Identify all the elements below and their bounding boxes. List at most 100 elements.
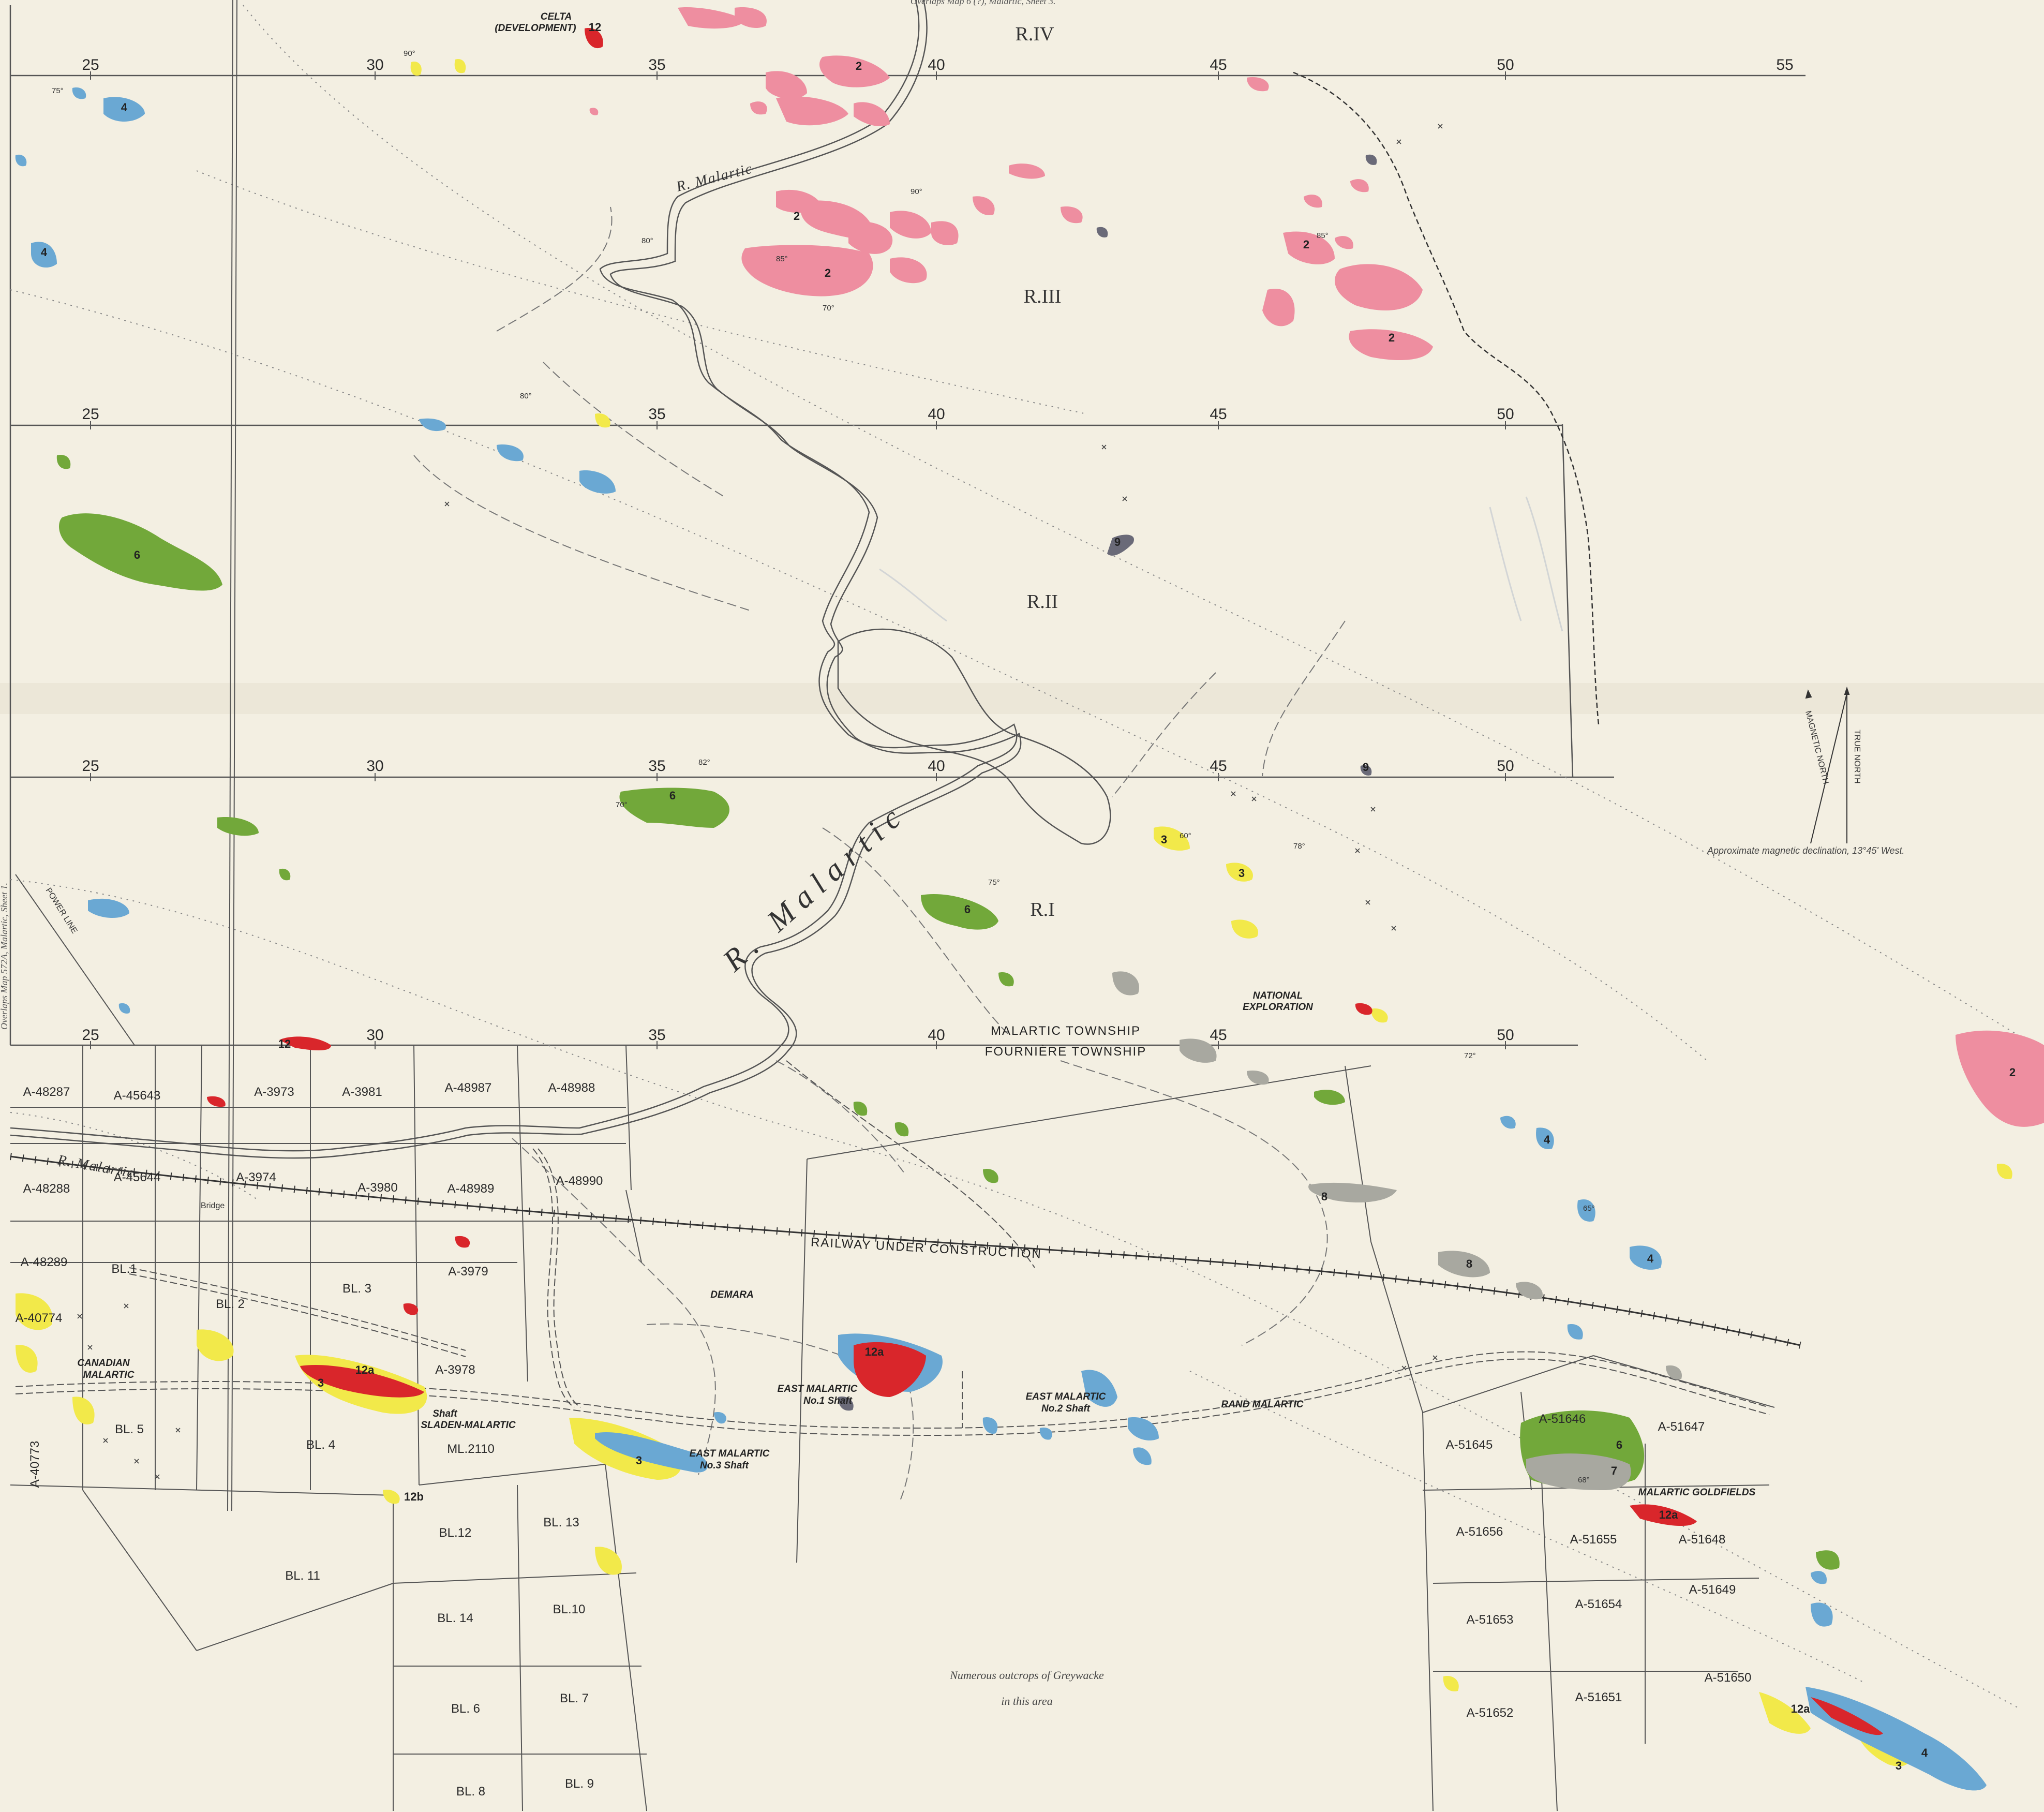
sladen-label: SLADEN-MALARTIC xyxy=(421,1420,516,1431)
township-south: FOURNIÈRE TOWNSHIP xyxy=(985,1045,1146,1059)
rock-label: 4 xyxy=(121,101,128,114)
claim-label: A-51646 xyxy=(1539,1412,1586,1426)
grid-num: 55 xyxy=(1776,56,1793,73)
grid-num: 40 xyxy=(928,56,945,73)
rock-label: 6 xyxy=(1616,1438,1622,1451)
rock-label: 3 xyxy=(636,1454,642,1467)
grid-num: 25 xyxy=(82,758,99,775)
rock-label: 3 xyxy=(1239,867,1245,880)
power-line xyxy=(15,874,135,1046)
east2-label-2: No.2 Shaft xyxy=(1041,1403,1091,1414)
claim-label: A-48989 xyxy=(447,1182,495,1196)
rock-label: 9 xyxy=(1114,536,1121,548)
canadian-label: CANADIAN xyxy=(77,1358,130,1369)
claim-label: A-51647 xyxy=(1658,1420,1705,1434)
dip: 72° xyxy=(1464,1051,1476,1060)
granite-outcrops xyxy=(589,7,2044,1127)
rand-label: RAND MALARTIC xyxy=(1221,1399,1303,1410)
east1-label-2: No.1 Shaft xyxy=(803,1395,853,1406)
grid-num: 35 xyxy=(648,1027,665,1044)
claim-label: BL. 7 xyxy=(560,1691,589,1705)
rock-label: 3 xyxy=(1161,833,1167,846)
rock-label: 6 xyxy=(669,789,676,802)
grid-num: 40 xyxy=(928,758,945,775)
rock-labels: 2 2 2 2 2 2 4 4 6 6 6 6 7 3 3 3 3 3 4 4 … xyxy=(41,21,2016,1772)
rock-label: 6 xyxy=(134,548,140,561)
rock-label: 2 xyxy=(856,60,862,72)
dip: 75° xyxy=(988,878,1000,887)
rock-label: 7 xyxy=(1611,1464,1617,1477)
range-boundary xyxy=(1293,71,1600,725)
grid-num: 50 xyxy=(1497,56,1514,73)
claim-label: BL.10 xyxy=(553,1602,586,1616)
grid-numbers: 25 30 35 40 45 50 55 25 35 40 45 50 25 3… xyxy=(82,56,1793,1044)
township-grid xyxy=(9,5,1806,1046)
grid-num: 45 xyxy=(1210,758,1227,775)
rock-label: 3 xyxy=(1896,1759,1902,1772)
vertical-road xyxy=(227,0,233,1511)
claim-label: A-3974 xyxy=(236,1170,276,1184)
claim-label: A-48990 xyxy=(556,1174,603,1188)
range-label-iv: R.IV xyxy=(1016,23,1055,45)
claim-label: A-48287 xyxy=(23,1085,70,1099)
grid-ticks xyxy=(90,71,1506,1049)
rock-label: 8 xyxy=(1321,1190,1327,1203)
dip: 80° xyxy=(520,392,532,400)
claim-label: BL. 3 xyxy=(342,1282,371,1296)
shaft-label: Shaft xyxy=(432,1408,457,1419)
east2-label: EAST MALARTIC xyxy=(1026,1391,1106,1402)
greywacke-note-2: in this area xyxy=(1001,1695,1052,1707)
top-caption: Overlaps Map 6 (?), Malartic, Sheet 3. xyxy=(911,0,1055,7)
rock-label: 8 xyxy=(1466,1257,1472,1270)
claim-label: BL. 14 xyxy=(437,1611,473,1625)
claim-label: ML.2110 xyxy=(447,1442,495,1456)
claim-label: BL. 11 xyxy=(285,1569,320,1583)
rock-label: 12a xyxy=(355,1363,375,1376)
claim-label: A-3973 xyxy=(254,1085,294,1099)
demara-label: DEMARA xyxy=(710,1289,753,1300)
dip: 65° xyxy=(1583,1204,1595,1213)
dip: 60° xyxy=(1180,831,1191,840)
grid-num: 40 xyxy=(928,1027,945,1044)
celta-label: CELTA xyxy=(541,11,572,22)
vertical-road-2 xyxy=(231,0,237,1511)
range-label-i: R.I xyxy=(1030,899,1055,920)
claim-label: A-3978 xyxy=(435,1363,475,1377)
lake xyxy=(837,628,1111,845)
dip: 90° xyxy=(404,49,415,58)
dip: 68° xyxy=(1578,1476,1590,1484)
grid-num: 25 xyxy=(82,1027,99,1044)
rock-label: 3 xyxy=(318,1376,324,1389)
dip: 90° xyxy=(911,187,922,196)
rock-label: 4 xyxy=(1921,1746,1928,1759)
claim-label: A-51651 xyxy=(1575,1690,1622,1704)
true-north-label: TRUE NORTH xyxy=(1853,730,1861,784)
claim-label: BL. 8 xyxy=(456,1785,485,1799)
rock-label: 4 xyxy=(1647,1252,1654,1265)
trails xyxy=(413,206,1346,1501)
canadian-label-2: MALARTIC xyxy=(83,1370,135,1380)
national-label: NATIONAL xyxy=(1253,990,1303,1001)
grid-num: 45 xyxy=(1210,56,1227,73)
claim-label: A-51654 xyxy=(1575,1597,1622,1611)
claim-label: BL. 4 xyxy=(306,1438,335,1452)
grid-num: 50 xyxy=(1497,1027,1514,1044)
dip: 78° xyxy=(1293,842,1305,851)
claim-boundaries-east xyxy=(796,1065,1775,1811)
claim-label: A-45643 xyxy=(114,1089,161,1103)
dip: 85° xyxy=(1317,231,1329,240)
goldfields-label: MALARTIC GOLDFIELDS xyxy=(1638,1487,1756,1498)
grid-num: 25 xyxy=(82,56,99,73)
township-north: MALARTIC TOWNSHIP xyxy=(991,1024,1141,1038)
grid-num: 35 xyxy=(648,406,665,423)
rock-label: 2 xyxy=(1389,331,1395,344)
claim-label: BL.12 xyxy=(439,1526,472,1540)
dip: 80° xyxy=(641,236,653,245)
rock-label: 4 xyxy=(1544,1133,1550,1146)
dip-readings: 90° 80° 75° 70° 85° 90° 85° 60° 78° 82° … xyxy=(52,49,1595,1484)
claim-label: A-48288 xyxy=(23,1182,70,1196)
rock-label: 2 xyxy=(1303,238,1309,251)
claim-label: BL.1 xyxy=(111,1262,137,1276)
claim-label: BL. 6 xyxy=(451,1702,480,1716)
